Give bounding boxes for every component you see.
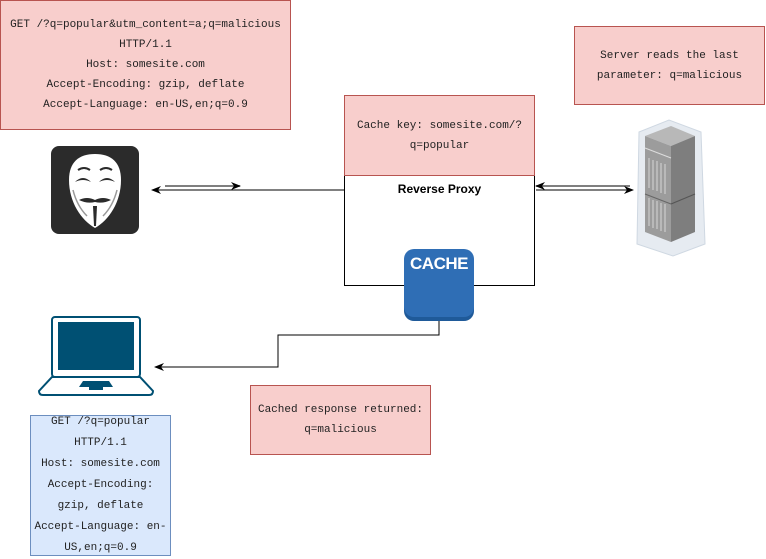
- anonymous-mask-icon: [51, 146, 139, 234]
- server-rack-icon: [633, 118, 707, 258]
- reverse-proxy-label: Reverse Proxy: [397, 182, 482, 196]
- victim-request-text: GET /?q=popular HTTP/1.1 Host: somesite.…: [34, 416, 167, 554]
- cache-icon: CACHE: [404, 249, 474, 321]
- server-note: Server reads the last parameter: q=malic…: [574, 26, 765, 105]
- cached-response-text: Cached response returned: q=malicious: [257, 404, 424, 436]
- cache-key-note: Cache key: somesite.com/? q=popular: [344, 95, 535, 176]
- attacker-request-note: GET /?q=popular&utm_content=a;q=maliciou…: [0, 0, 291, 130]
- cache-key-text: Cache key: somesite.com/? q=popular: [356, 119, 523, 152]
- cached-response-note: Cached response returned: q=malicious: [250, 385, 431, 455]
- laptop-icon: [37, 315, 155, 397]
- server-note-text: Server reads the last parameter: q=malic…: [596, 49, 743, 82]
- victim-request-note: GET /?q=popular HTTP/1.1 Host: somesite.…: [30, 415, 171, 556]
- cache-to-victim-arrow: [154, 320, 440, 371]
- cache-label: CACHE: [410, 254, 468, 273]
- attacker-request-text: GET /?q=popular&utm_content=a;q=maliciou…: [10, 19, 281, 111]
